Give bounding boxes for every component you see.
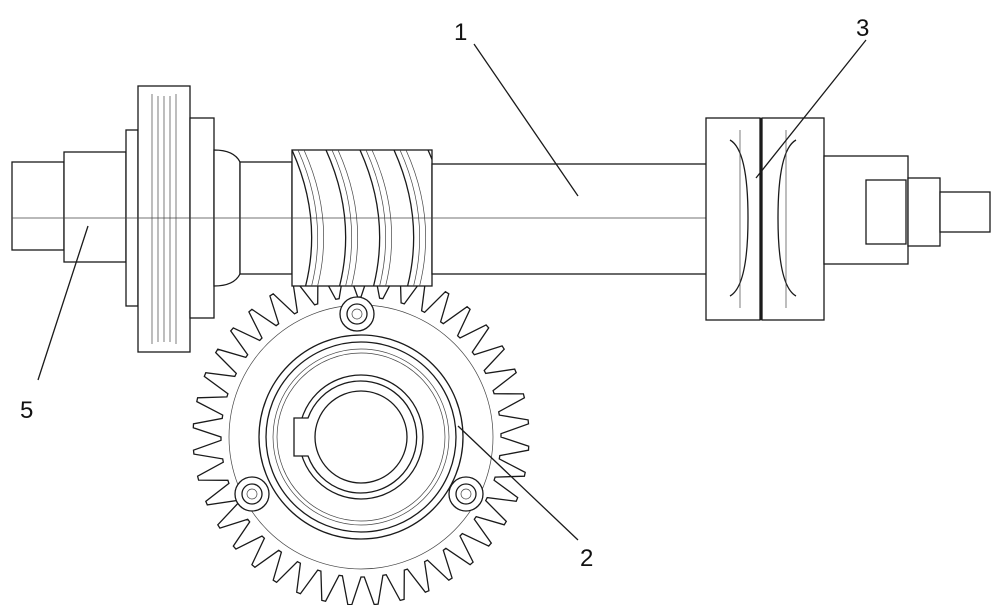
label-part-2: 2 (580, 545, 593, 572)
bearing-groove-left (729, 139, 749, 297)
left-sleeve (63, 151, 127, 263)
gear-bore (314, 390, 408, 484)
gear-screw-top (339, 296, 375, 332)
gear-hub-ring (265, 341, 457, 533)
leader-line-5 (37, 225, 89, 381)
main-shaft (431, 163, 709, 275)
gear-hub-inner-ring-2 (276, 352, 446, 522)
leader-lines (37, 39, 867, 541)
right-bearing-right-ring (761, 117, 825, 321)
right-stub (939, 191, 991, 233)
leader-line-1 (473, 43, 579, 197)
worm-shaft-assembly (11, 85, 991, 353)
worm-wheel (192, 268, 530, 605)
right-sleeve-window (865, 179, 907, 245)
gear-screw-left (234, 476, 270, 512)
label-part-1: 1 (454, 19, 467, 46)
label-part-3: 3 (856, 15, 869, 42)
gear-screw-right (448, 476, 484, 512)
bearing-groove-right (777, 139, 797, 297)
right-collar (907, 177, 941, 247)
leader-line-3 (755, 39, 867, 179)
left-stub (11, 161, 65, 251)
right-bearing-left-ring (705, 117, 761, 321)
gear-hub-inner-ring (272, 348, 450, 526)
label-part-5: 5 (20, 397, 33, 424)
leader-line-2 (457, 425, 579, 541)
